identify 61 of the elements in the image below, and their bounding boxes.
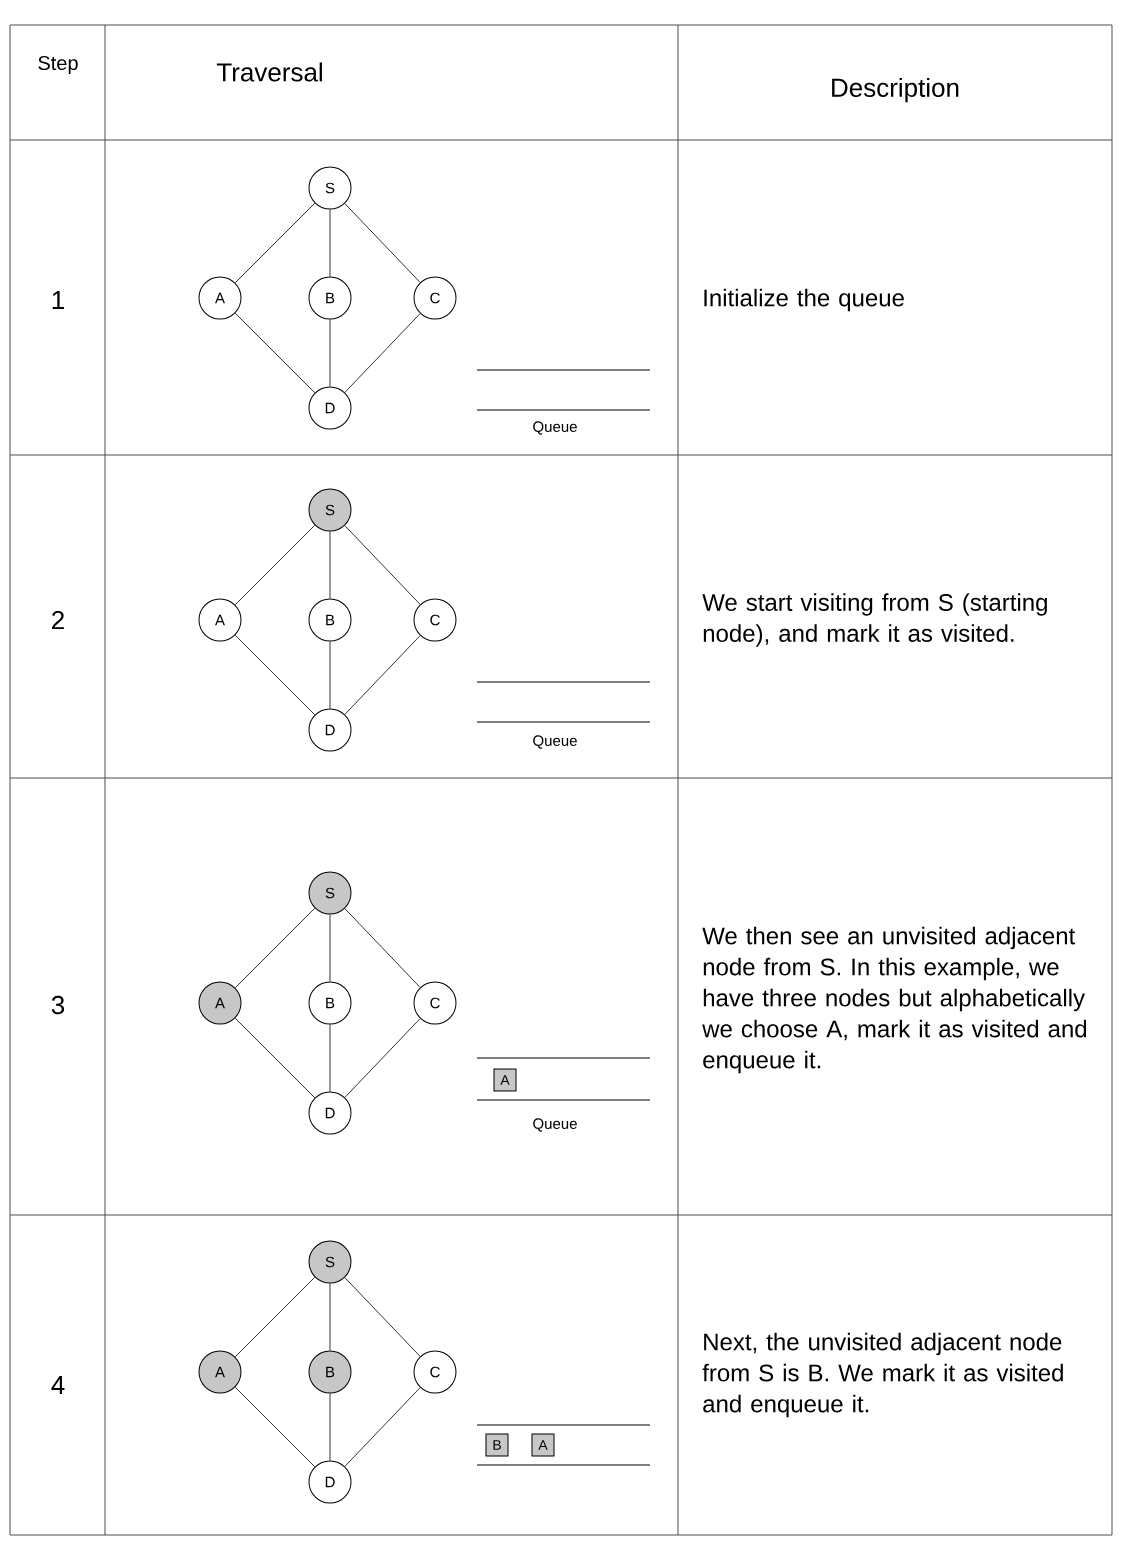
- graph-node: S: [308, 166, 352, 210]
- graph-edge: [329, 1393, 331, 1461]
- graph-edge: [329, 209, 331, 277]
- queue-label: Queue: [533, 735, 577, 749]
- graph-node: B: [308, 276, 352, 320]
- graph-node: A: [198, 981, 242, 1025]
- graph-node: D: [308, 708, 352, 752]
- graph-node: A: [198, 1350, 242, 1394]
- graph-edge: [234, 1017, 316, 1099]
- graph-edge: [344, 1277, 421, 1357]
- queue-item: A: [531, 1433, 555, 1457]
- graph-node: A: [198, 598, 242, 642]
- graph-edge: [344, 1387, 421, 1467]
- graph-edge: [234, 1276, 316, 1358]
- graph-edge: [329, 531, 331, 599]
- graph-node: S: [308, 488, 352, 532]
- graph-edge: [344, 635, 421, 715]
- graph-edge: [234, 202, 316, 284]
- graph-edge: [234, 312, 316, 394]
- graph-node: C: [413, 1350, 457, 1394]
- graph-node: B: [308, 1350, 352, 1394]
- graph-edge: [234, 524, 316, 606]
- column-header: Step: [38, 55, 78, 75]
- description-text: We then see an unvisited adjacent node from S. In this example, we have three nodes but alphabetically we choose A, mark it as visited and enqueue it.: [702, 926, 1087, 1074]
- graph-node: C: [413, 598, 457, 642]
- graph-node: B: [308, 981, 352, 1025]
- column-header: Traversal: [216, 62, 322, 82]
- graph-edge: [234, 634, 316, 716]
- queue-item: A: [493, 1068, 517, 1092]
- graph-node: B: [308, 598, 352, 642]
- graph-edge: [344, 313, 421, 393]
- queue-label: Queue: [533, 1118, 577, 1132]
- graph-node: C: [413, 981, 457, 1025]
- graph-node: A: [198, 276, 242, 320]
- description-text: Initialize the queue: [704, 288, 904, 312]
- step-number: 2: [52, 610, 64, 630]
- graph-edge: [344, 1018, 421, 1098]
- graph-edge: [329, 1024, 331, 1092]
- graph-node: C: [413, 276, 457, 320]
- graph-edge: [344, 908, 421, 988]
- queue-item: B: [485, 1433, 509, 1457]
- description-text: We start visiting from S (starting node), and mark it as visited.: [702, 593, 1047, 647]
- graph-edge: [329, 641, 331, 709]
- graph-node: D: [308, 1091, 352, 1135]
- step-number: 4: [51, 1376, 65, 1394]
- graph-edge: [329, 319, 331, 387]
- graph-edge: [344, 203, 421, 283]
- column-header: Description: [832, 77, 959, 103]
- graph-node: S: [308, 871, 352, 915]
- graph-edge: [234, 1386, 316, 1468]
- graph-edge: [329, 914, 331, 982]
- step-number: 3: [51, 995, 65, 1015]
- graph-node: D: [308, 1460, 352, 1504]
- graph-edge: [344, 525, 421, 605]
- queue-label: Queue: [533, 421, 577, 435]
- graph-node: S: [308, 1240, 352, 1284]
- graph-edge: [329, 1283, 331, 1351]
- graph-node: D: [308, 386, 352, 430]
- description-text: Next, the unvisited adjacent node from S is B. We mark it as visited and enqueue it.: [702, 1332, 1063, 1418]
- step-number: 1: [52, 291, 64, 309]
- graph-edge: [234, 907, 316, 989]
